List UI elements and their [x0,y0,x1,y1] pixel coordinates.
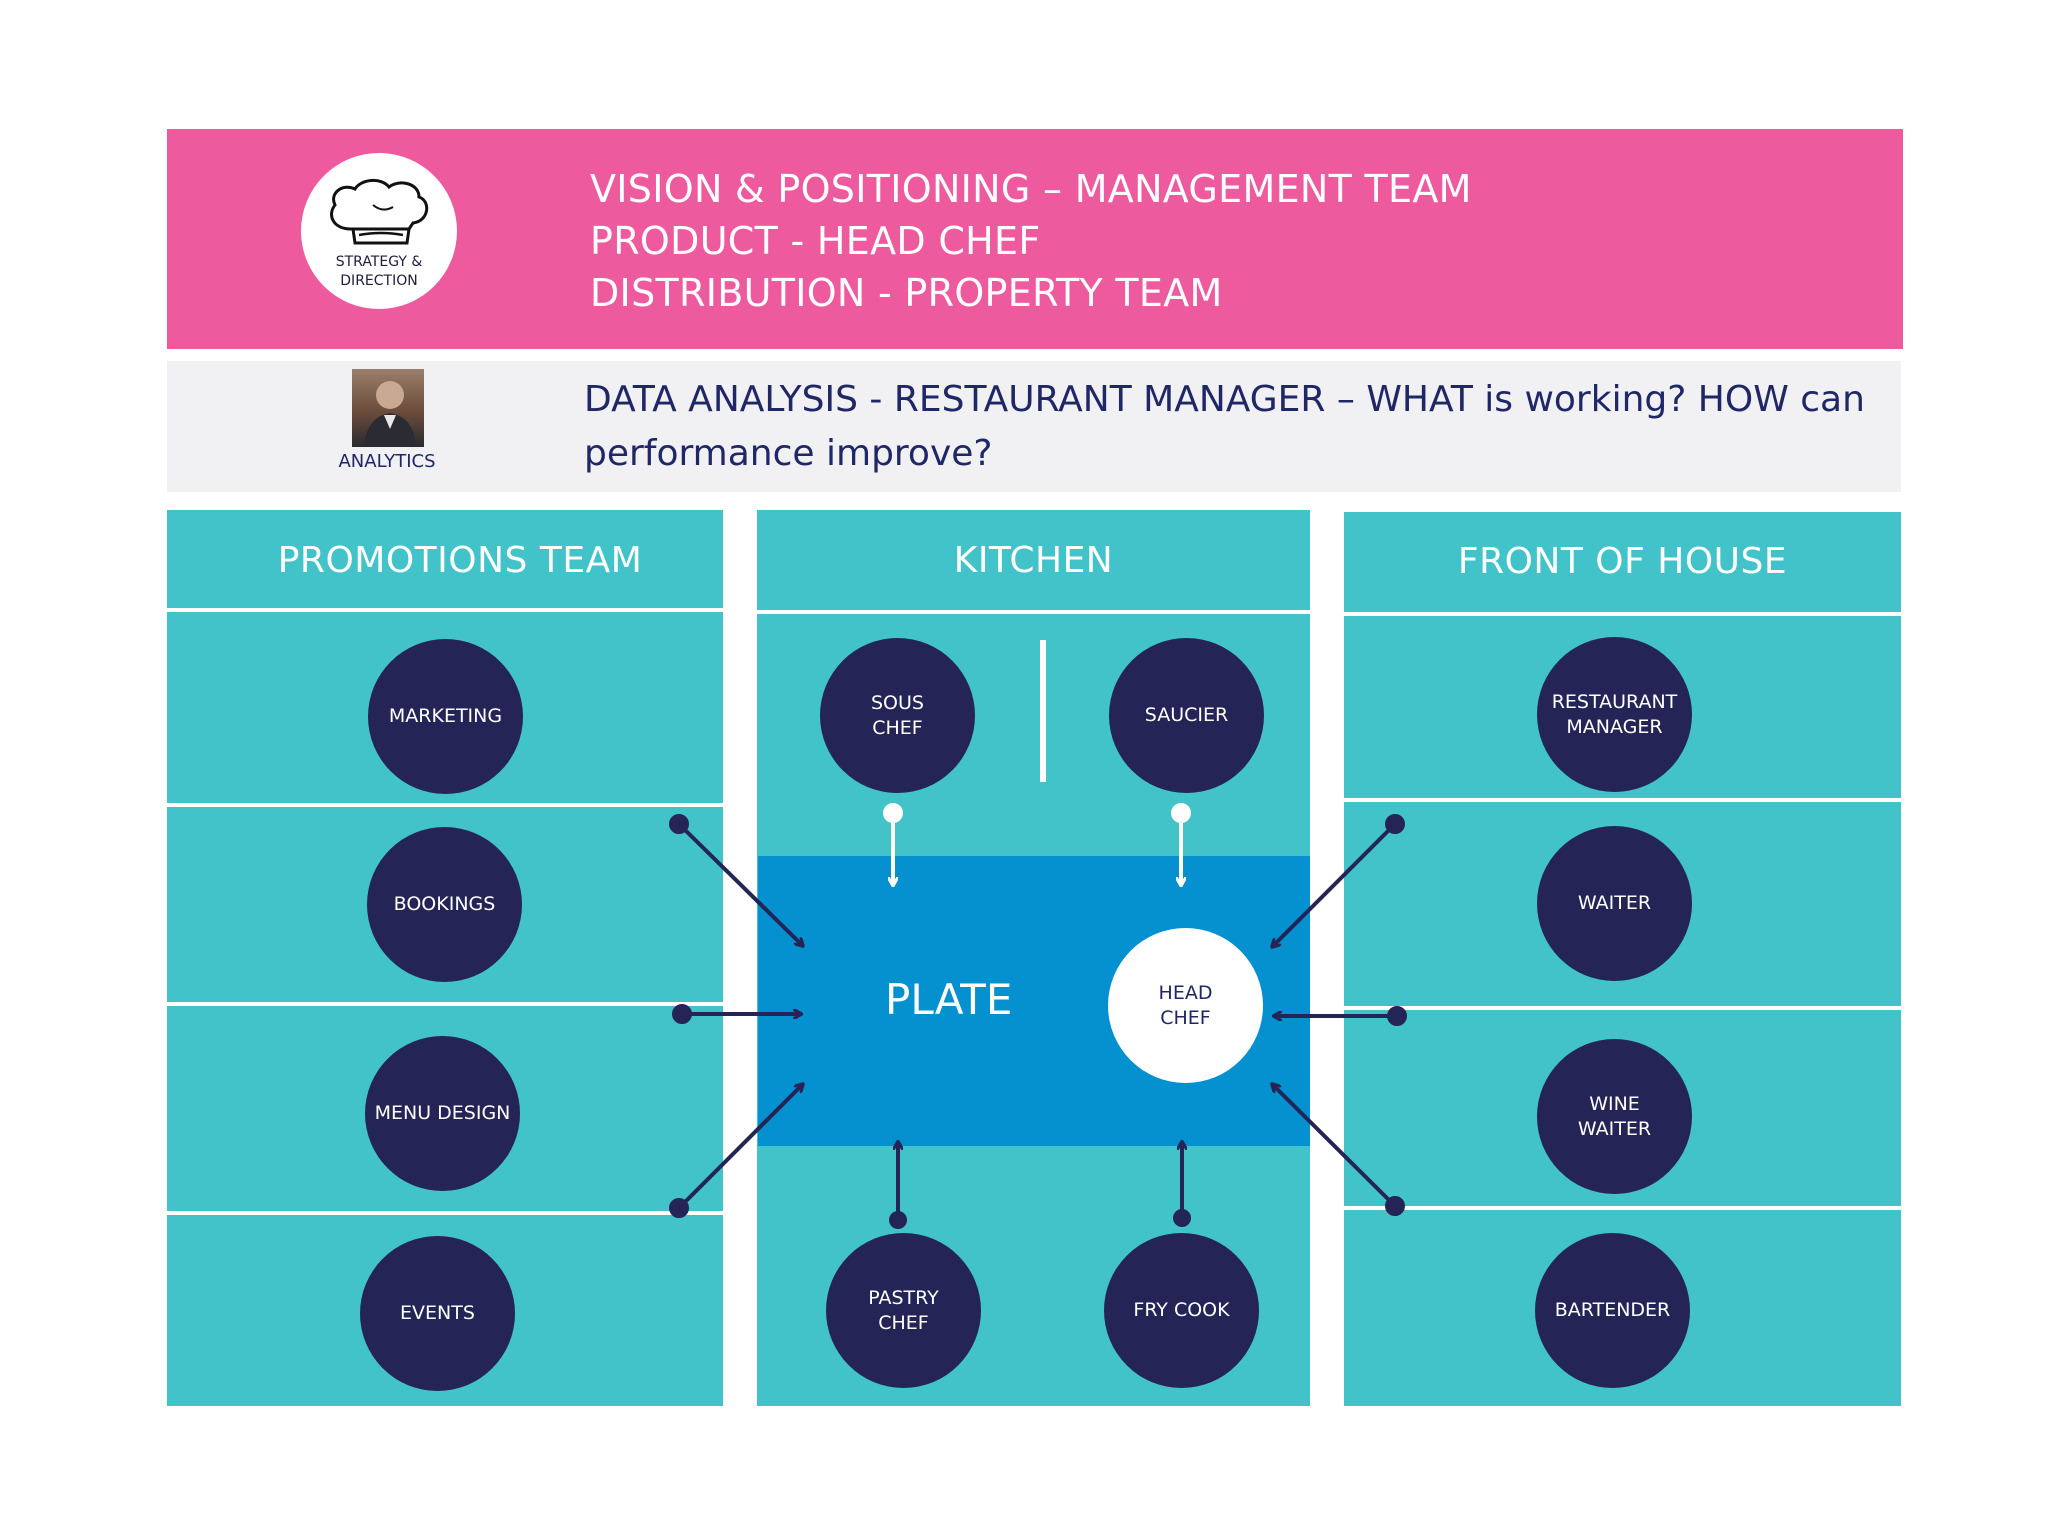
arrow-waiter-headchef [1273,822,1397,946]
manager-photo [352,369,424,447]
chef-hat-icon [330,179,429,245]
plate-label: PLATE [885,975,1013,1024]
analytics-label: ANALYTICS [338,451,436,472]
pastry-chef-node: PASTRY CHEF [826,1233,981,1388]
kitchen-title: KITCHEN [953,539,1114,581]
promotions-title: PROMOTIONS TEAM [277,539,643,581]
row-divider [1344,798,1901,802]
row-divider [1344,1206,1901,1210]
analytics-row: ANALYTICS DATA ANALYSIS - RESTAURANT MAN… [167,361,1901,492]
wine-waiter-node: WINE WAITER [1537,1039,1692,1194]
strategy-logo: STRATEGY & DIRECTION [301,153,457,309]
row-divider [757,610,1310,614]
marketing-node: MARKETING [368,639,523,794]
arrow-menu-plate [677,1085,802,1210]
strategy-line: DISTRIBUTION - PROPERTY TEAM [590,271,1223,315]
front-of-house-title: FRONT OF HOUSE [1457,540,1788,582]
arrow-bookings-plate [677,822,802,945]
strategy-lines: VISION & POSITIONING – MANAGEMENT TEAM P… [590,163,1472,319]
row-divider [167,608,723,612]
row-divider [167,1211,723,1215]
arrow-bartender-headchef [1273,1085,1397,1208]
analytics-text: DATA ANALYSIS - RESTAURANT MANAGER – WHA… [584,379,1865,474]
row-divider [167,803,723,807]
waiter-node: WAITER [1537,826,1692,981]
bartender-node: BARTENDER [1535,1233,1690,1388]
sous-chef-node: SOUS CHEF [820,638,975,793]
row-divider [1344,612,1901,616]
events-node: EVENTS [360,1236,515,1391]
restaurant-manager-node: RESTAURANT MANAGER [1537,637,1692,792]
fry-cook-node: FRY COOK [1104,1233,1259,1388]
bookings-node: BOOKINGS [367,827,522,982]
strategy-banner: STRATEGY & DIRECTION VISION & POSITIONIN… [167,129,1903,349]
row-divider [1344,1006,1901,1010]
strategy-caption: STRATEGY & DIRECTION [335,254,423,289]
strategy-line: VISION & POSITIONING – MANAGEMENT TEAM [590,167,1472,211]
kitchen-split-divider [1040,640,1046,782]
saucier-node: SAUCIER [1109,638,1264,793]
row-divider [167,1002,723,1006]
strategy-line: PRODUCT - HEAD CHEF [590,219,1041,263]
menu-design-node: MENU DESIGN [365,1036,520,1191]
head-chef-node: HEAD CHEF [1108,928,1263,1083]
